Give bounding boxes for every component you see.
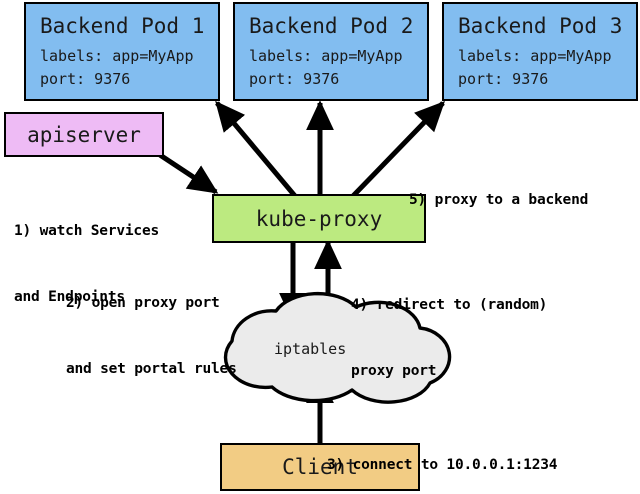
arrow-apiserver-to-kubeproxy [158, 152, 219, 195]
arrow-kubeproxy-to-pod1 [215, 100, 297, 198]
step-2-line-2: and set portal rules [66, 361, 237, 377]
step-1-line-1: 1) watch Services [14, 223, 160, 239]
pod-port-line: port: 9376 [40, 69, 131, 88]
step-5-label: 5) proxy to a backend [409, 145, 588, 255]
apiserver-label: apiserver [27, 122, 141, 147]
step-5-line-1: 5) proxy to a backend [409, 192, 589, 208]
kube-proxy-box[interactable]: kube-proxy [212, 194, 426, 243]
client-label: Client [282, 455, 358, 479]
backend-pod-3-box[interactable]: Backend Pod 3 labels: app=MyApp port: 93… [442, 2, 638, 101]
step-4-line-1: 4) redirect to (random) [351, 297, 548, 313]
pod-title: Backend Pod 1 [40, 13, 205, 38]
backend-pod-2-box[interactable]: Backend Pod 2 labels: app=MyApp port: 93… [233, 2, 429, 101]
step-1-label: 1) watch Services and Endpoints [14, 176, 159, 352]
pod-labels-line: labels: app=MyApp [249, 46, 403, 65]
pod-labels-line: labels: app=MyApp [458, 46, 612, 65]
step-3-line-1: 3) connect to 10.0.0.1:1234 [327, 457, 558, 473]
client-box[interactable]: Client [220, 443, 420, 491]
step-3-label: 3) connect to 10.0.0.1:1234 [327, 410, 558, 494]
step-4-line-2: proxy port [351, 363, 437, 379]
step-2-label: 2) open proxy port and set portal rules [66, 248, 237, 424]
pod-title: Backend Pod 3 [458, 13, 623, 38]
kube-proxy-label: kube-proxy [255, 206, 383, 231]
step-2-line-1: 2) open proxy port [66, 295, 220, 311]
apiserver-box[interactable]: apiserver [4, 112, 164, 157]
pod-title: Backend Pod 2 [249, 13, 414, 38]
pod-port-line: port: 9376 [458, 69, 549, 88]
pod-labels-line: labels: app=MyApp [40, 46, 194, 65]
iptables-label: iptables [274, 340, 347, 358]
pod-port-line: port: 9376 [249, 69, 340, 88]
backend-pod-1-box[interactable]: Backend Pod 1 labels: app=MyApp port: 93… [24, 2, 220, 101]
step-1-line-2: and Endpoints [14, 289, 125, 305]
step-4-label: 4) redirect to (random) proxy port [351, 250, 547, 426]
